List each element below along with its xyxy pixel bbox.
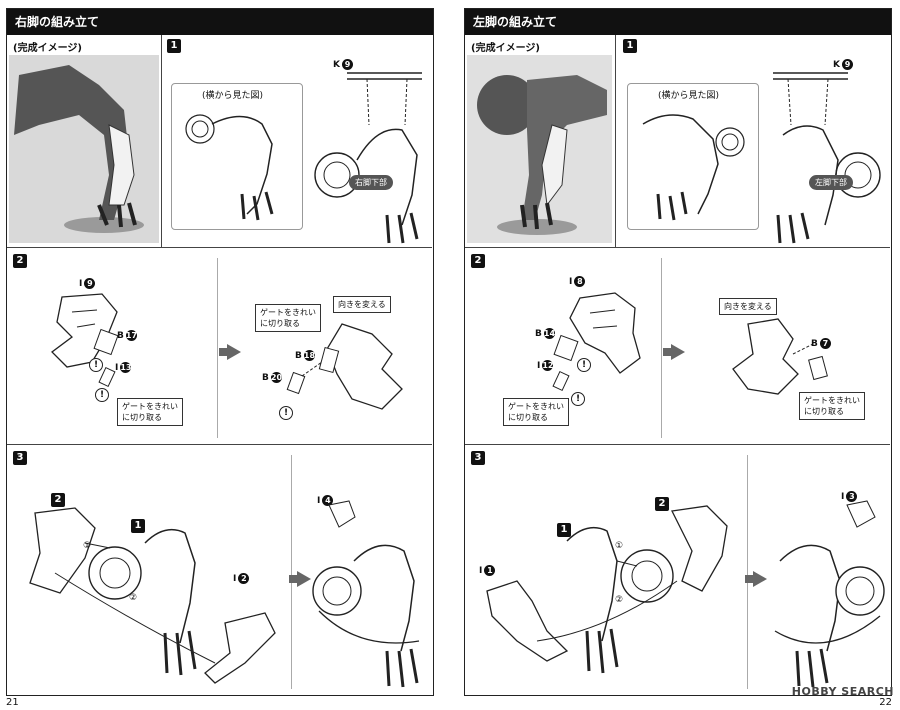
part-b17-drawing (93, 328, 119, 356)
panel-divider (217, 258, 218, 438)
completed-photo (9, 55, 159, 243)
assembly-circle-2: ② (129, 593, 138, 603)
change-direction-callout: 向きを変える (719, 298, 777, 315)
step-number-3: 3 (13, 451, 27, 465)
leg-assembly-drawing (773, 72, 881, 244)
gate-cut-callout: ゲートをきれい に切り取る (503, 398, 569, 426)
step3-result-drawing (312, 500, 420, 688)
step3-assembly-drawing (486, 505, 728, 674)
left-lower-leg-tag: 左脚下部 (809, 175, 853, 190)
page-number-left: 21 (6, 697, 19, 708)
side-view-label: (横から見た図) (202, 91, 264, 101)
step-number-3: 3 (471, 451, 485, 465)
part-b7-assembly-drawing (732, 318, 814, 395)
gate-cut-callout: ゲートをきれい に切り取る (117, 398, 183, 426)
right-lower-leg-tag: 右脚下部 (349, 175, 393, 190)
part-i12-drawing (552, 370, 570, 392)
step-number-2: 2 (471, 254, 485, 268)
warning-icon: ! (279, 406, 293, 420)
page-title: 右脚の組み立て (7, 9, 433, 35)
step-number-1: 1 (623, 39, 637, 53)
side-view-drawing (185, 114, 274, 221)
part-i9-drawing (51, 293, 118, 368)
step-number-1: 1 (167, 39, 181, 53)
assembly-circle-2: ② (615, 595, 624, 605)
part-b7-drawing (808, 355, 828, 381)
panel-divider (747, 455, 748, 689)
leg-photo-illustration (9, 55, 159, 243)
side-view-box: (横から見た図) (171, 83, 303, 230)
next-arrow-icon (289, 571, 311, 587)
gate-cut-callout: ゲートをきれい に切り取る (255, 304, 321, 332)
change-direction-callout: 向きを変える (333, 296, 391, 313)
completed-image-label: (完成イメージ) (471, 43, 540, 54)
step3-assembly-drawing (29, 507, 276, 684)
leg-photo-illustration (467, 55, 612, 243)
panel-divider (615, 35, 616, 247)
side-view-box: (横から見た図) (627, 83, 759, 230)
completed-image-label: (完成イメージ) (13, 43, 82, 54)
part-b18-b20-assembly-drawing (286, 323, 403, 410)
leg-assembly-drawing (314, 72, 422, 244)
next-arrow-icon (219, 344, 241, 360)
side-view-drawing (642, 114, 745, 221)
gate-cut-callout: ゲートをきれい に切り取る (799, 392, 865, 420)
ref-step-2-badge: 2 (655, 497, 669, 511)
panel-divider (661, 258, 662, 438)
watermark: HOBBY SEARCH (791, 685, 894, 698)
warning-icon: ! (95, 388, 109, 402)
warning-icon: ! (577, 358, 591, 372)
side-view-label: (横から見た図) (658, 91, 720, 101)
part-i8-drawing (569, 292, 641, 374)
ref-step-1-badge: 1 (131, 519, 145, 533)
warning-icon: ! (571, 392, 585, 406)
page-right: 左脚の組み立て (完成イメージ) 1 (横から見た図) (464, 8, 892, 696)
page-number-right: 22 (879, 697, 892, 708)
ref-step-1-badge: 1 (557, 523, 571, 537)
step3-result-drawing (774, 500, 885, 688)
ref-step-2-badge: 2 (51, 493, 65, 507)
panel-divider (161, 35, 162, 247)
part-i13-drawing (98, 366, 116, 388)
completed-photo (467, 55, 612, 243)
step-number-2: 2 (13, 254, 27, 268)
panel-divider (291, 455, 292, 689)
page-title: 左脚の組み立て (465, 9, 891, 35)
next-arrow-icon (663, 344, 685, 360)
part-b14-drawing (553, 334, 579, 362)
warning-icon: ! (89, 358, 103, 372)
assembly-circle-1: ① (615, 541, 624, 551)
assembly-circle-1: ① (83, 541, 92, 551)
next-arrow-icon (745, 571, 767, 587)
